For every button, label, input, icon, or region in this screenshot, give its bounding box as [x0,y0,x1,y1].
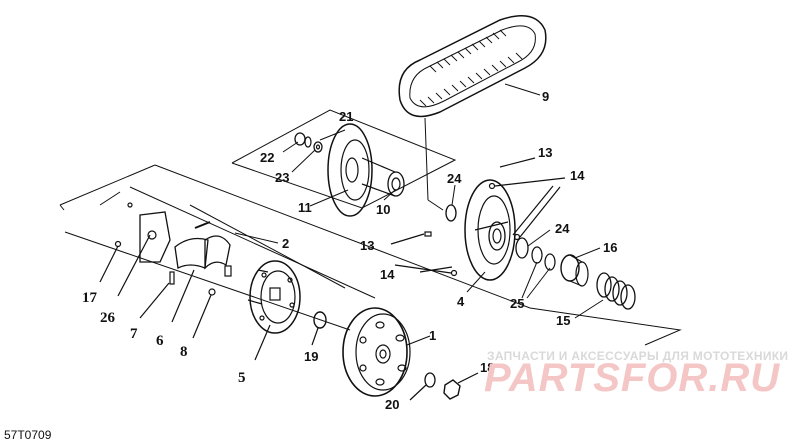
clutch-bell [342,307,431,397]
callout-23: 23 [275,170,289,185]
callout-24-upper: 24 [447,171,462,186]
group-outlines [59,83,682,346]
callout-8: 8 [180,344,188,360]
watermark-tagline: ЗАПЧАСТИ И АКСЕССУАРЫ ДЛЯ МОТОТЕХНИКИ [487,349,789,363]
callout-13-lower: 13 [360,238,374,253]
callout-4: 4 [457,294,465,309]
small-bolts-13-14 [390,157,566,277]
diagram-code: 57T0709 [4,428,52,442]
callout-15: 15 [556,313,570,328]
callout-14-upper: 14 [570,168,585,183]
callout-5: 5 [238,370,246,386]
callout-2: 2 [282,236,289,251]
callout-21: 21 [339,109,353,124]
callout-10: 10 [376,202,390,217]
callout-14-lower: 14 [380,267,395,282]
callout-17: 17 [82,290,98,306]
washer-19 [313,311,327,329]
drive-belt [398,15,547,118]
callout-16: 16 [603,240,617,255]
callout-26: 26 [100,310,116,326]
callout-7: 7 [130,326,138,342]
callout-labels: 9 21 22 23 11 10 24 13 14 24 16 25 15 13… [82,89,617,412]
watermark-brand-logo: PARTSFOR.RU [484,356,781,400]
movable-drive-face [327,123,405,217]
callout-20: 20 [385,397,399,412]
washer-20-nut-18 [409,372,479,401]
rollers-washers-21-23 [294,132,323,153]
callout-11: 11 [298,200,312,215]
callout-25: 25 [510,296,524,311]
collar-16 [560,254,589,287]
callout-6: 6 [156,333,164,349]
callout-leaders [282,129,604,319]
washer-24-upper [445,204,457,222]
callout-19: 19 [304,349,318,364]
washers-24-25-lower [515,237,556,271]
callout-22: 22 [260,150,274,165]
callout-9: 9 [542,89,549,104]
fixed-drive-face [464,179,516,281]
callout-1: 1 [429,328,436,343]
clutch-shoes-and-springs [99,202,271,361]
spring-15 [596,272,636,310]
callout-18: 18 [480,360,494,375]
clutch-carrier-plate [247,260,301,334]
callout-13-upper: 13 [538,145,552,160]
callout-24-lower: 24 [555,221,570,236]
leader-19 [311,327,319,346]
